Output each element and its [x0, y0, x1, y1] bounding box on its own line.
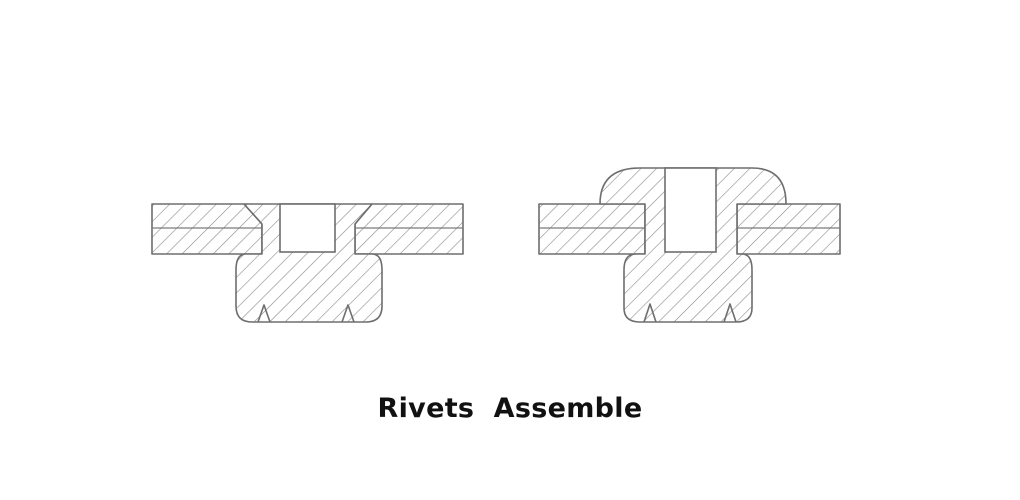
left-plate-left [151, 203, 263, 255]
right-notch-1 [643, 303, 657, 323]
right-rivet-bore [664, 167, 717, 253]
rivet-after-setting [538, 167, 841, 323]
left-plate-right [354, 203, 464, 255]
left-notch-2 [341, 304, 355, 323]
right-notch-2 [723, 303, 737, 323]
diagram-caption: Rivets Assemble [377, 393, 643, 424]
left-rivet-body [235, 203, 383, 323]
left-notch-1 [257, 304, 271, 323]
rivet-before-setting [151, 203, 464, 323]
right-plate-right [736, 203, 841, 255]
left-rivet-bore [279, 203, 336, 253]
right-plate-left [538, 203, 646, 255]
